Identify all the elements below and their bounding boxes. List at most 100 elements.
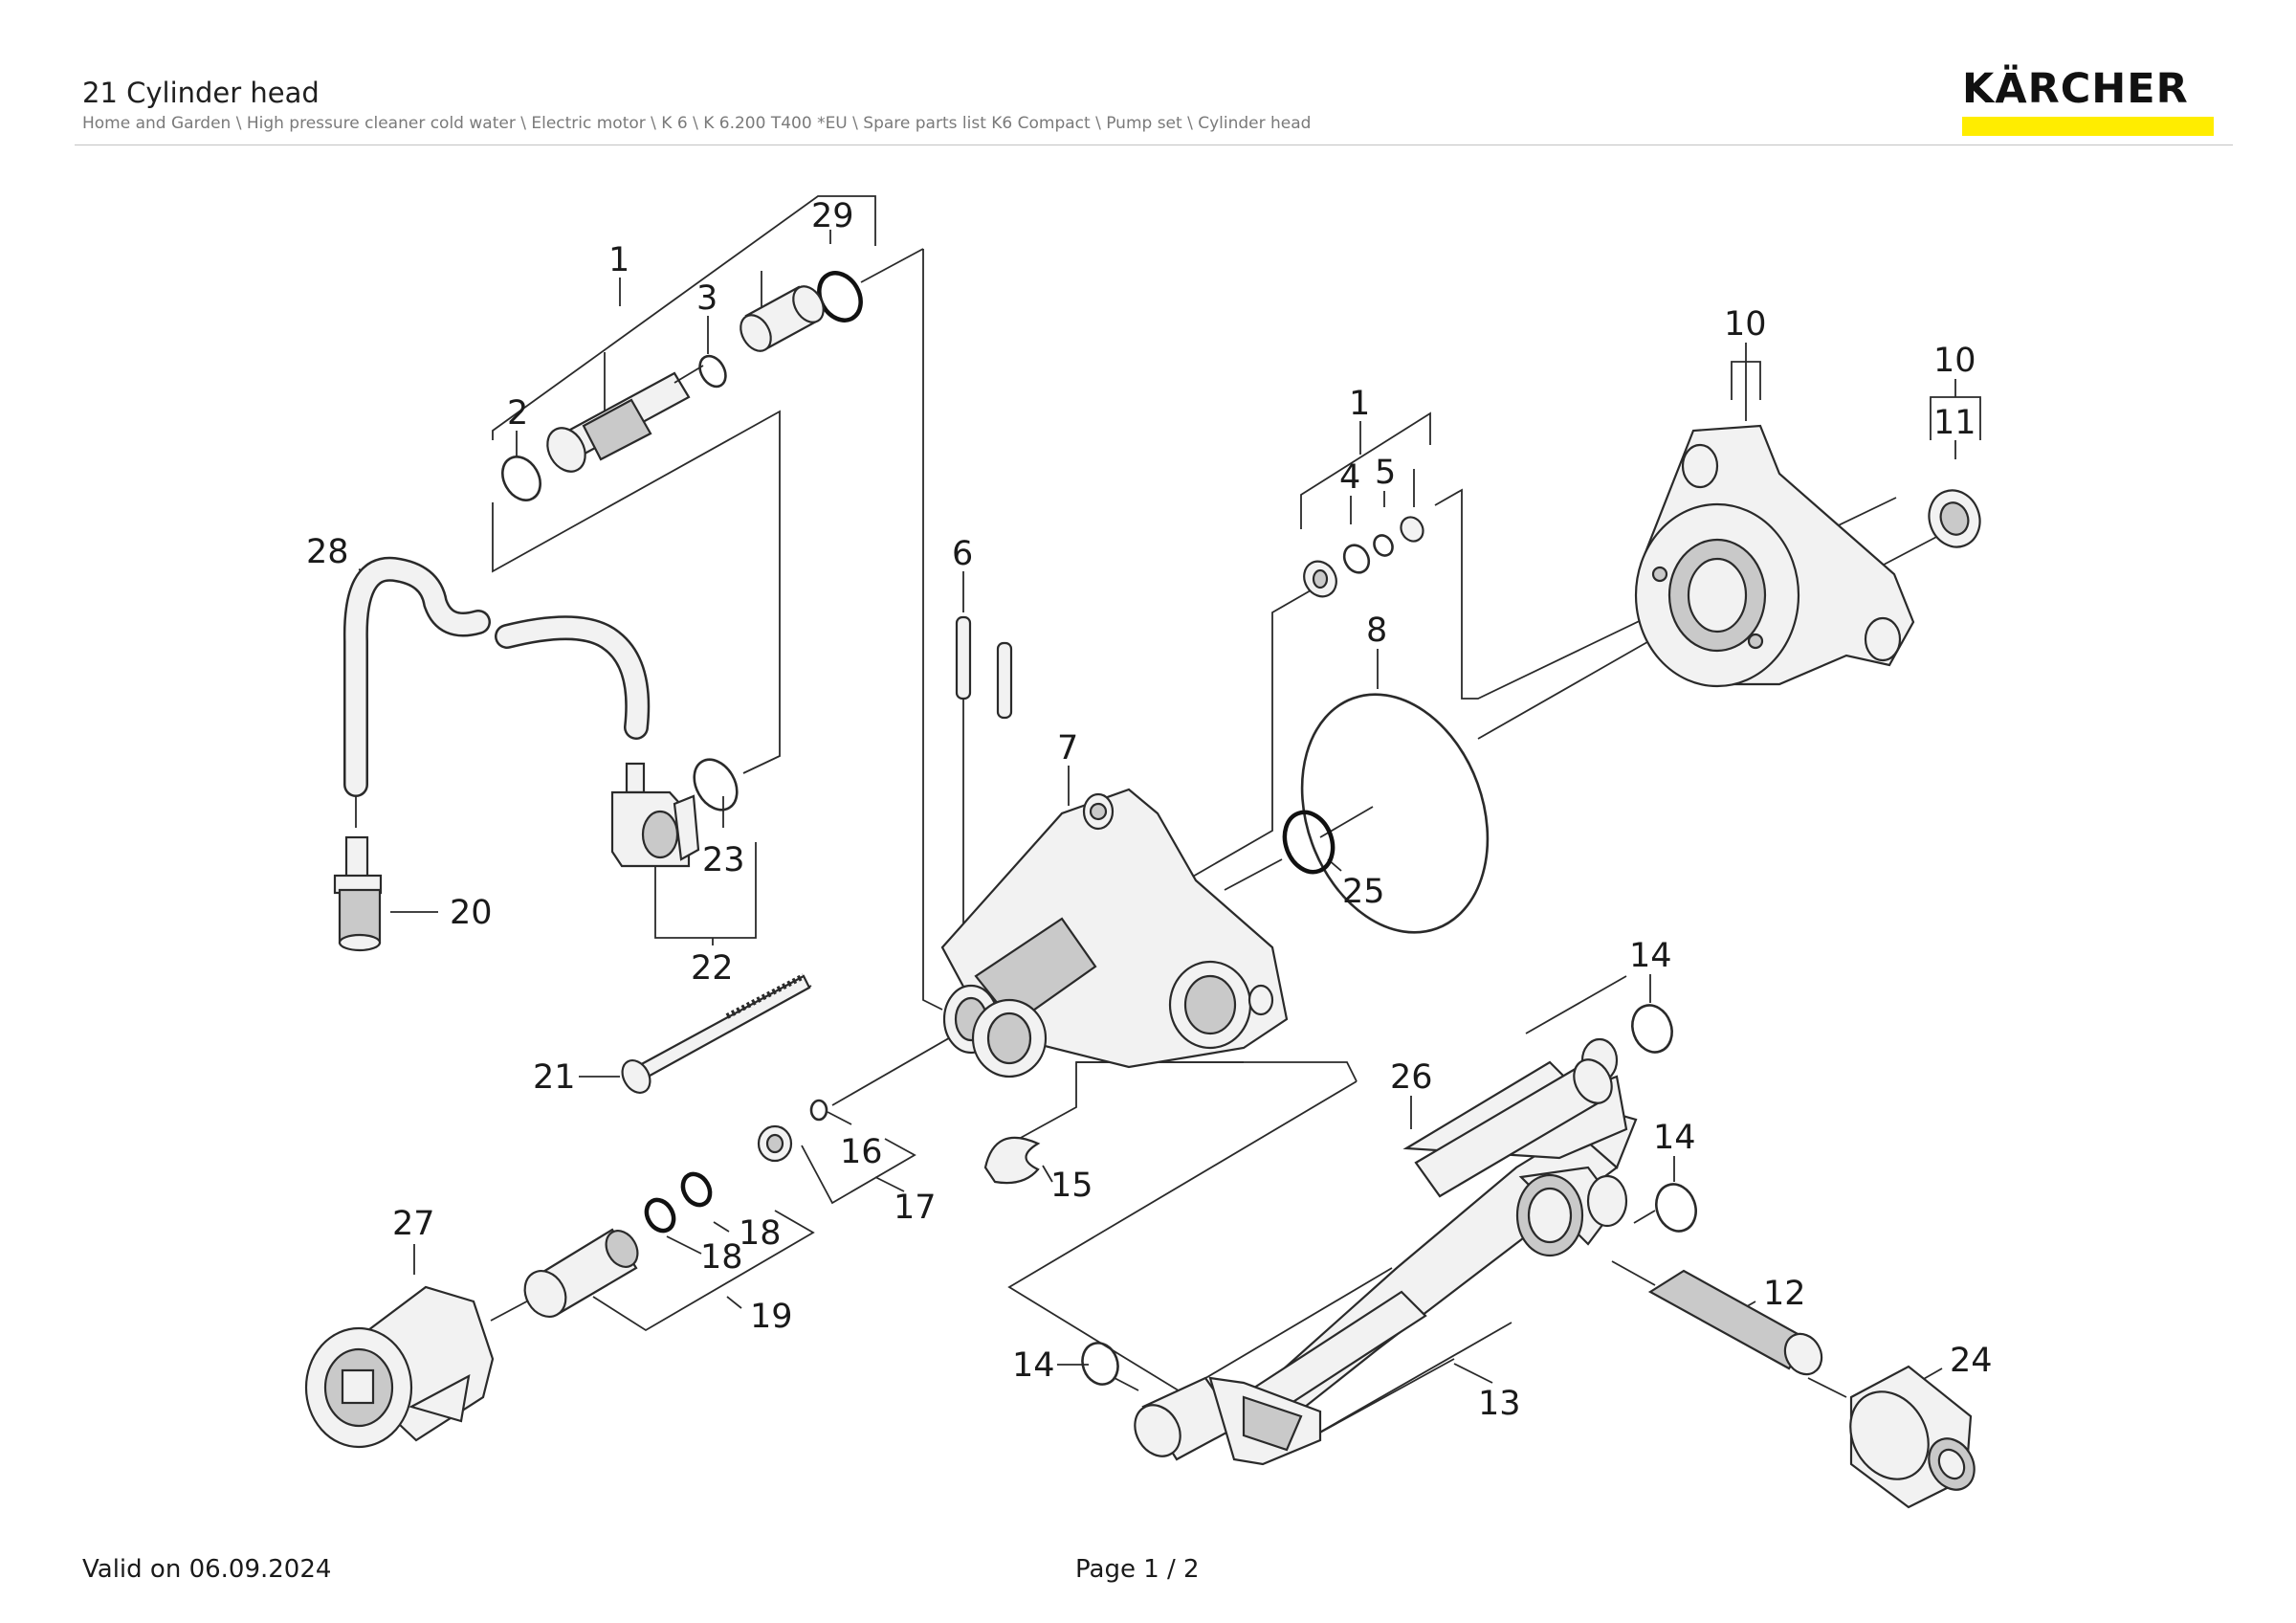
callout-c1: 1 <box>608 241 629 279</box>
callout-c16: 16 <box>840 1133 883 1171</box>
callout-c27: 27 <box>392 1205 435 1243</box>
callout-labels: 1 29 3 2 28 20 23 22 21 6 7 1 4 5 8 25 1… <box>306 197 1993 1423</box>
lead-15-bracket <box>1018 1061 1358 1140</box>
callout-c11: 11 <box>1933 404 1976 442</box>
lead-24-axis <box>1807 1377 1847 1398</box>
filter-12 <box>1647 1269 1823 1376</box>
callout-c26: 26 <box>1390 1058 1433 1097</box>
washer-14b <box>1655 1183 1697 1233</box>
callout-c24: 24 <box>1950 1342 1993 1380</box>
bracket-5-10 <box>1434 488 1897 700</box>
valve-housing-10 <box>1634 424 1915 688</box>
exploded-parts-diagram: 1 29 3 2 28 20 23 22 21 6 7 1 4 5 8 25 1… <box>0 153 2296 1531</box>
callout-c14c: 14 <box>1012 1346 1055 1385</box>
oring-18a <box>680 1171 713 1208</box>
nozzle-17 <box>757 1124 793 1163</box>
logo-wordmark: KÄRCHER <box>1962 65 2189 113</box>
washer-14a <box>1631 1004 1673 1054</box>
washer-14c <box>1081 1342 1119 1386</box>
valid-date: Valid on 06.09.2024 <box>82 1555 332 1584</box>
bracket-2-23 <box>492 410 781 774</box>
ring-3 <box>698 354 727 389</box>
callout-c17: 17 <box>894 1189 937 1227</box>
oring-18b <box>644 1197 676 1234</box>
callout-c20: 20 <box>450 894 493 932</box>
callout-c14b: 14 <box>1653 1119 1696 1157</box>
callout-c25: 25 <box>1342 873 1385 911</box>
bracket-22 <box>654 842 757 939</box>
callout-c18: 18 <box>739 1214 782 1253</box>
valve-set-right <box>1303 516 1424 598</box>
pins-6 <box>955 615 1013 720</box>
bracket-26-13 <box>1007 1080 1393 1394</box>
callout-c8: 8 <box>1366 611 1387 650</box>
clip-15 <box>983 1136 1041 1185</box>
fitting-22 <box>610 762 700 868</box>
callout-c23: 23 <box>702 841 745 879</box>
callout-c6: 6 <box>952 535 973 573</box>
lead-14-axis <box>1525 975 1627 1034</box>
bracket-19 <box>592 1210 815 1332</box>
valve-sleeve <box>740 285 825 352</box>
callout-c14: 14 <box>1629 937 1672 975</box>
lead-18 <box>713 1221 730 1233</box>
callout-c21: 21 <box>533 1058 576 1097</box>
callout-c10b: 10 <box>1933 342 1976 380</box>
callout-c4: 4 <box>1339 458 1360 497</box>
callout-c15: 15 <box>1050 1167 1093 1205</box>
lead-25-axis <box>1224 858 1283 891</box>
lead-19 <box>726 1296 742 1309</box>
page-header: 21 Cylinder head Home and Garden \ High … <box>0 0 2296 153</box>
bracket-17 <box>801 1138 916 1205</box>
screw-21 <box>621 973 811 1094</box>
lead-12-axis <box>1611 1260 1656 1286</box>
bracket-4-body <box>1190 589 1312 878</box>
callout-c18b: 18 <box>700 1238 743 1277</box>
lead-15 <box>1042 1165 1053 1183</box>
lead-13-axis <box>1305 1322 1512 1441</box>
lead-16 <box>827 1111 852 1125</box>
bracket-29-long <box>922 249 943 1011</box>
pipe-26 <box>1414 1058 1613 1198</box>
valve-spring-assembly <box>546 365 704 473</box>
breadcrumb: Home and Garden \ High pressure cleaner … <box>82 114 1312 133</box>
lead-14c-axis <box>1114 1377 1139 1391</box>
lead-18b <box>666 1235 702 1255</box>
cylinder-head-7 <box>940 788 1289 1078</box>
callout-c28: 28 <box>306 533 349 571</box>
bracket-1-29 <box>492 195 876 440</box>
callout-c10: 10 <box>1724 305 1767 344</box>
callout-c3: 3 <box>696 279 718 318</box>
callout-c19: 19 <box>750 1298 793 1336</box>
page-title: 21 Cylinder head <box>82 77 320 109</box>
logo-yellow-bar <box>1962 117 2214 136</box>
ring-2 <box>501 456 541 501</box>
connector-13 <box>1134 1376 1322 1466</box>
callout-c13: 13 <box>1478 1385 1521 1423</box>
karcher-logo: KÄRCHER <box>1962 67 2214 136</box>
callout-c1b: 1 <box>1349 385 1370 423</box>
lead-14b-axis <box>1633 1210 1656 1224</box>
bracket-1b <box>1300 411 1431 529</box>
oring-8 <box>1300 693 1490 934</box>
seal-11 <box>1928 489 1981 548</box>
lead-17 <box>874 1176 905 1192</box>
callout-c29: 29 <box>811 197 854 235</box>
valve-insert-19 <box>523 1228 639 1318</box>
ring-16 <box>809 1099 828 1122</box>
lead-13 <box>1453 1363 1493 1384</box>
ring-23 <box>693 758 739 812</box>
hose-28 <box>342 556 651 797</box>
coupling-24 <box>1849 1365 1976 1509</box>
callout-c5: 5 <box>1375 454 1396 492</box>
callout-c12: 12 <box>1763 1275 1806 1313</box>
callout-c2: 2 <box>507 394 528 433</box>
cap-27 <box>304 1285 495 1449</box>
callout-c22: 22 <box>691 949 734 988</box>
callout-c7: 7 <box>1057 729 1078 767</box>
page-number: Page 1 / 2 <box>1075 1555 1200 1584</box>
suction-filter-20 <box>333 835 383 952</box>
lead-13b <box>1300 1358 1455 1444</box>
lead-29c <box>860 248 924 283</box>
diagram-svg: 1 29 3 2 28 20 23 22 21 6 7 1 4 5 8 25 1… <box>304 195 1993 1509</box>
